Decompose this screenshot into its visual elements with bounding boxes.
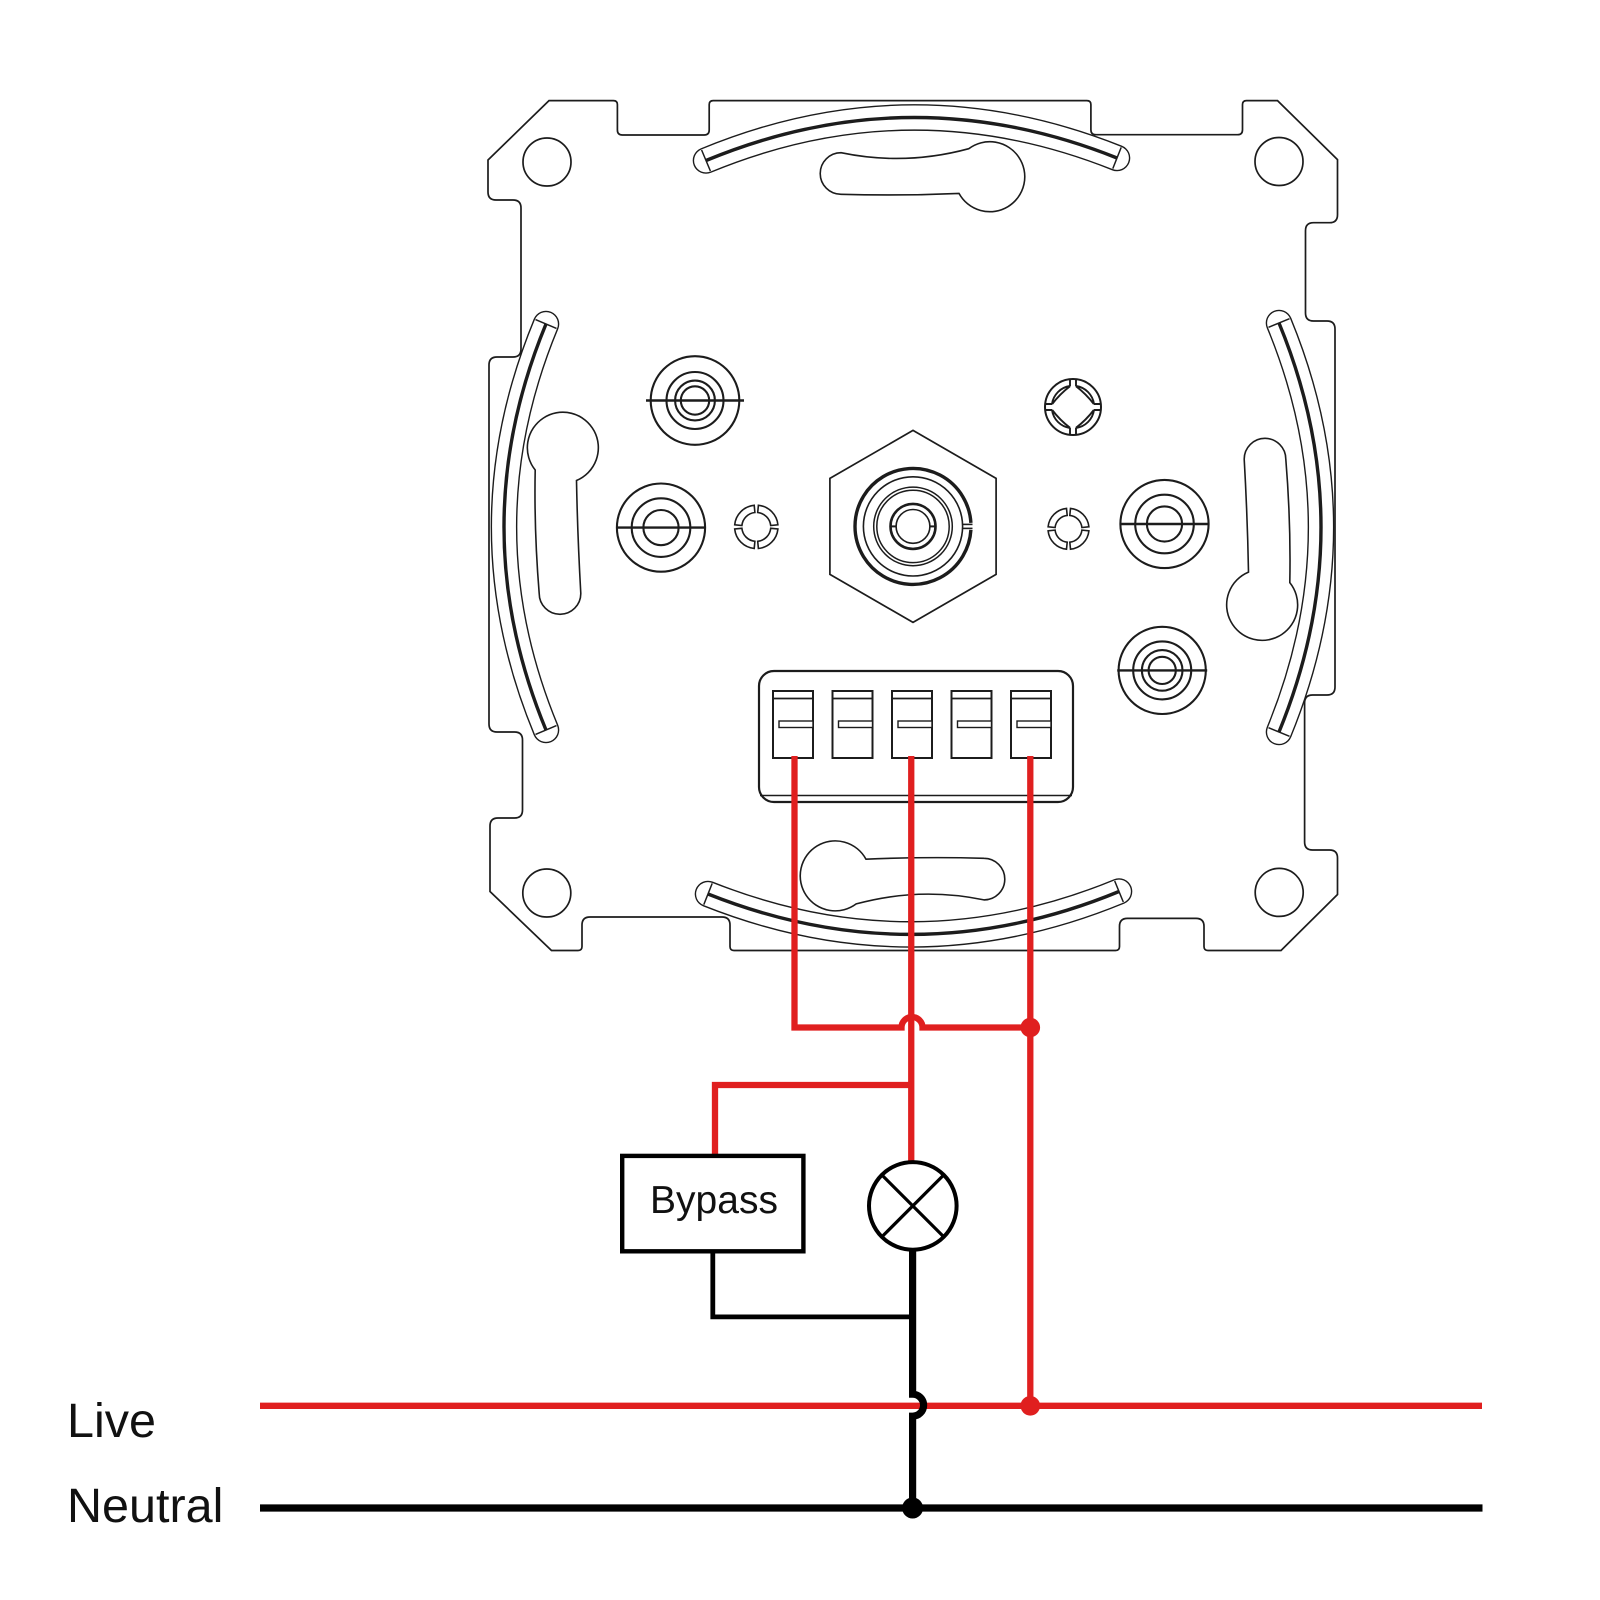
svg-text:Live: Live: [67, 1394, 156, 1448]
svg-text:Neutral: Neutral: [67, 1479, 223, 1533]
svg-text:Bypass: Bypass: [650, 1179, 778, 1222]
